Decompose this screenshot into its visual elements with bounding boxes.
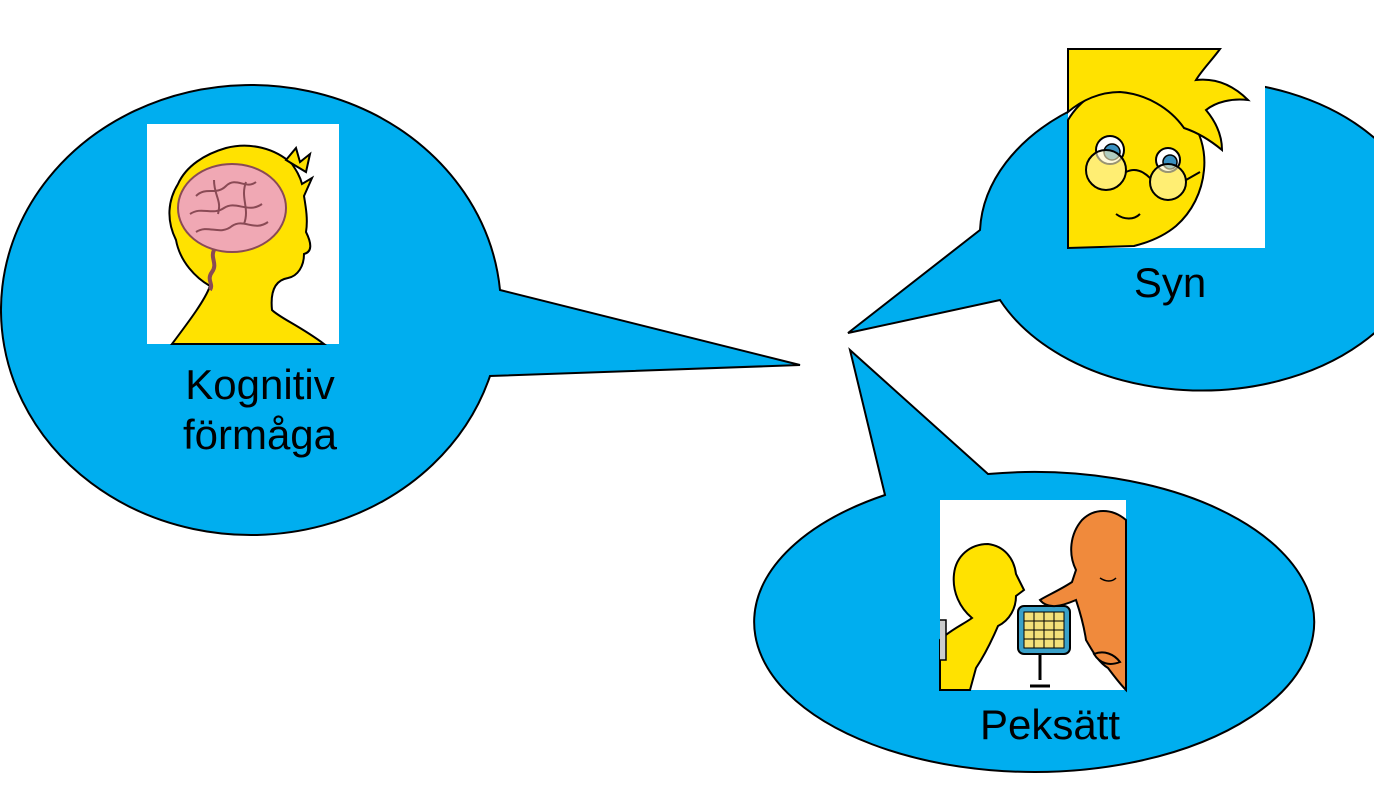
head-with-brain-icon (147, 124, 339, 345)
face-with-glasses-icon (1067, 48, 1265, 250)
bubble-label-kognitiv: Kognitiv förmåga (110, 360, 410, 460)
children-with-communication-board-icon (939, 500, 1127, 693)
bubble-label-kognitiv-line2: förmåga (182, 411, 338, 458)
bubble-label-peksatt: Peksätt (979, 701, 1121, 748)
bubble-label-kognitiv-line1: Kognitiv (185, 361, 335, 408)
bubble-label-syn: Syn (1133, 259, 1207, 306)
speech-bubble-kognitiv (0, 84, 801, 537)
